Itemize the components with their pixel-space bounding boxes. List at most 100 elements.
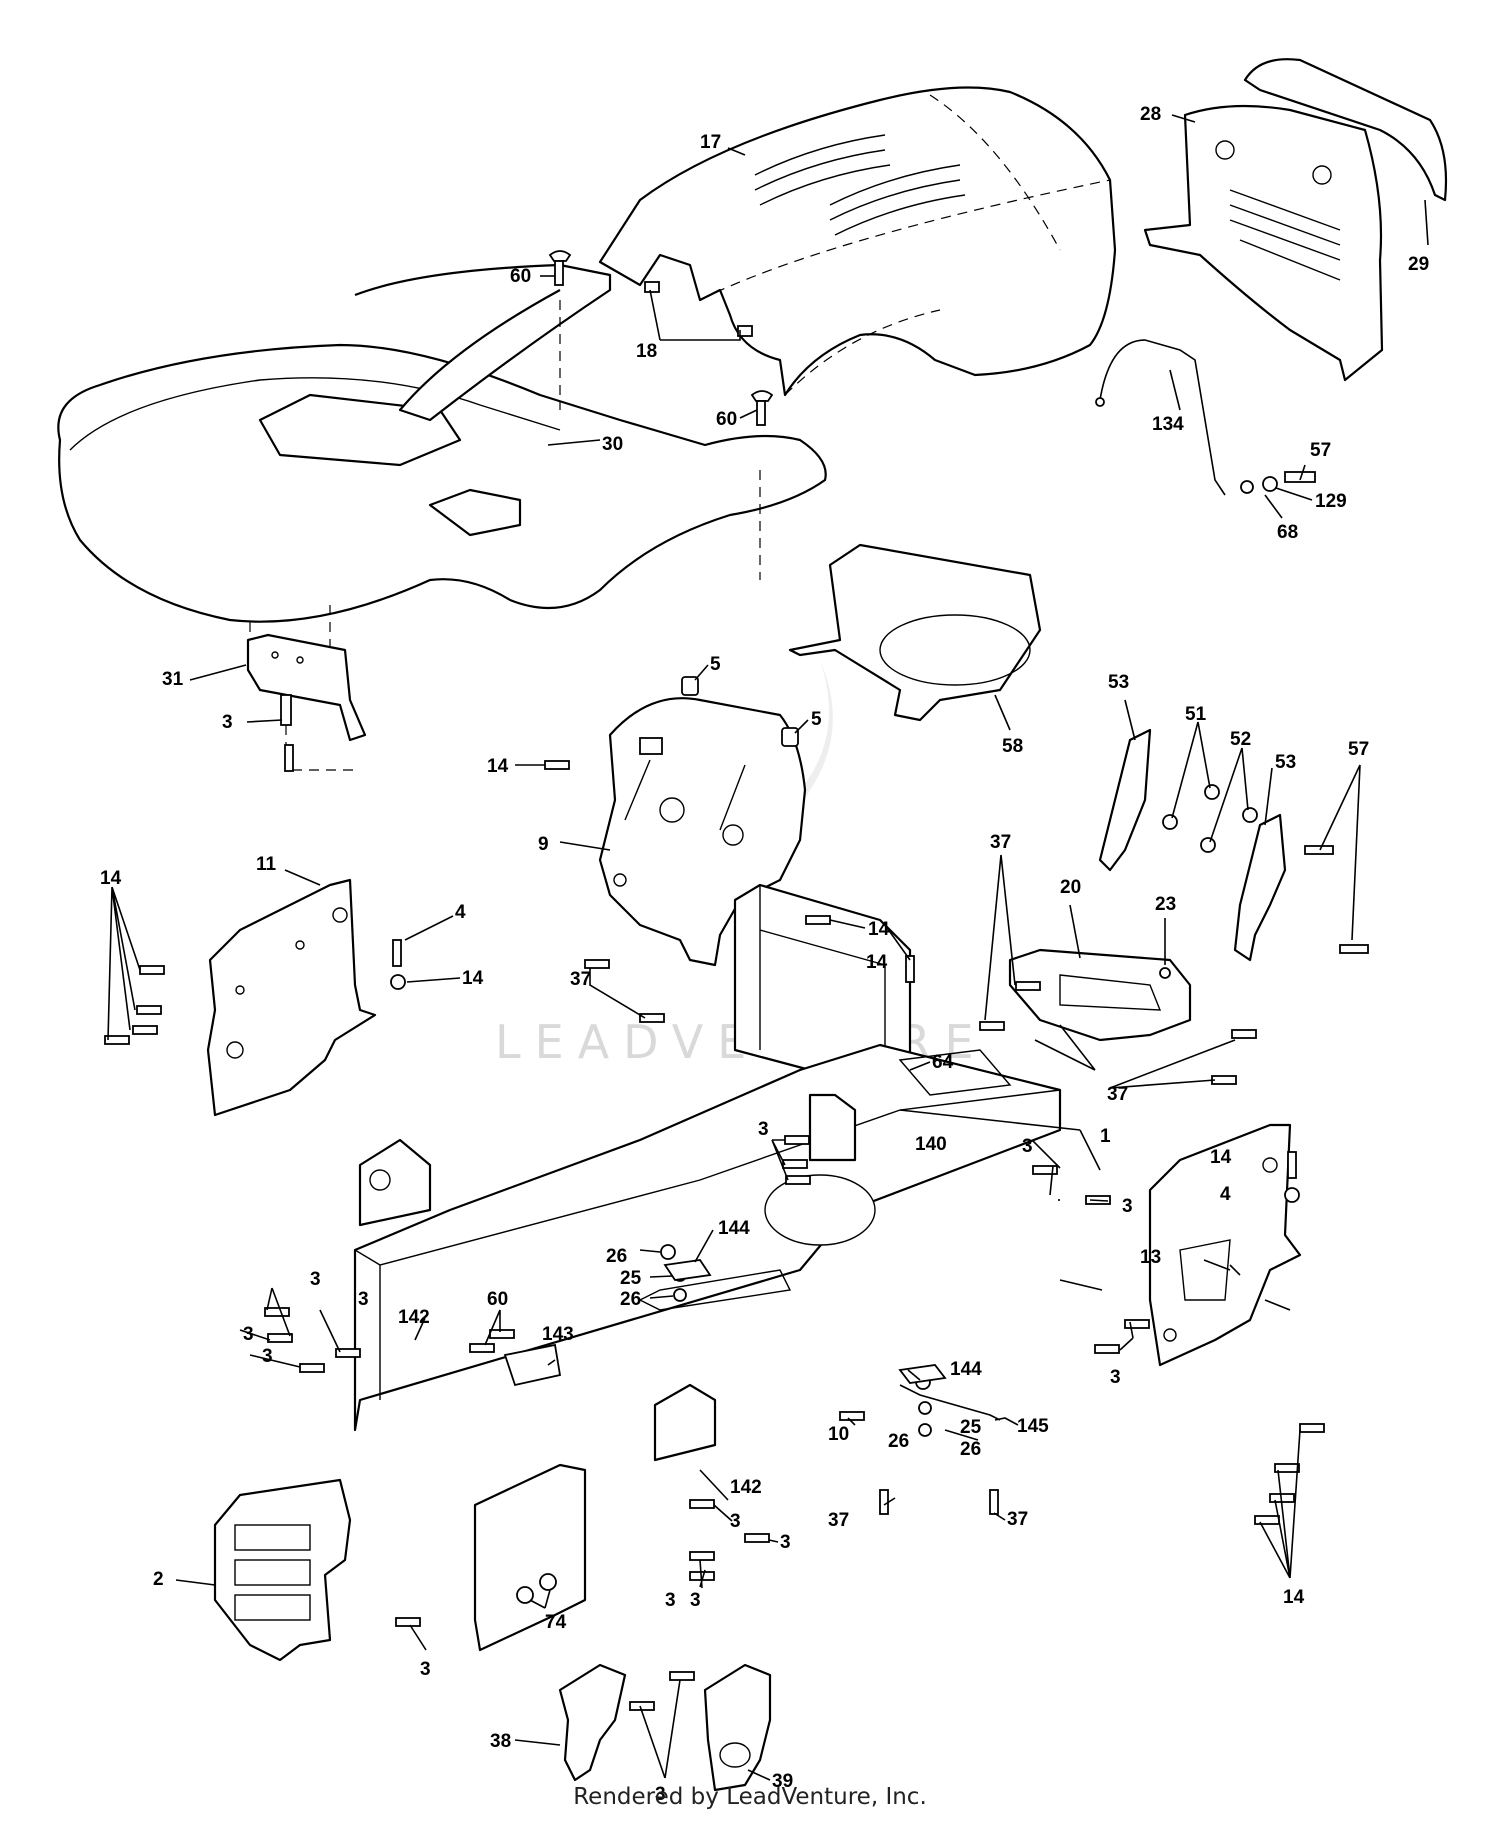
callout-label: 3 xyxy=(243,1324,254,1345)
callout-label: 58 xyxy=(1002,736,1023,757)
bolt-14-icon xyxy=(392,939,402,967)
callout-label: 29 xyxy=(1408,254,1429,275)
callout-label: 3 xyxy=(780,1532,791,1553)
bolt-60-icon xyxy=(469,1343,495,1353)
callout-label: 53 xyxy=(1108,672,1129,693)
bolt-37-icon xyxy=(989,1489,999,1515)
bolt-14-icon xyxy=(544,760,570,770)
bolt-14-icon xyxy=(1299,1423,1325,1433)
callout-label: 37 xyxy=(570,969,591,990)
callout-label: 26 xyxy=(960,1439,981,1460)
bolt-3-icon xyxy=(1124,1319,1150,1329)
callout-label: 1 xyxy=(1100,1126,1111,1147)
bolt-37-icon xyxy=(1231,1029,1257,1039)
callout-label: 18 xyxy=(636,341,657,362)
callout-label: 13 xyxy=(1140,1247,1161,1268)
callout-label: 142 xyxy=(730,1477,762,1498)
nut-74-icon xyxy=(516,1586,534,1604)
callout-label: 57 xyxy=(1310,440,1331,461)
callout-label: 26 xyxy=(888,1431,909,1452)
bolt-3-icon xyxy=(784,1135,810,1145)
bolt-3-icon xyxy=(284,744,294,772)
callout-label: 39 xyxy=(772,1771,793,1792)
callout-label: 3 xyxy=(222,712,233,733)
part-side-panel-13 xyxy=(1148,1123,1302,1367)
part-fender-30 xyxy=(57,263,827,650)
bolt-3-icon xyxy=(689,1551,715,1561)
callout-label: 3 xyxy=(730,1511,741,1532)
callout-label: 3 xyxy=(1022,1136,1033,1157)
bolt-37-icon xyxy=(639,1013,665,1023)
callout-label: 51 xyxy=(1185,704,1207,725)
nut-51-icon xyxy=(1162,814,1178,830)
leader-lines xyxy=(107,114,1429,1781)
washer-23-icon xyxy=(1159,967,1171,979)
callout-label: 14 xyxy=(462,968,484,989)
nut-74-icon xyxy=(539,1573,557,1591)
callout-label: 14 xyxy=(100,868,122,889)
footer-credit: Rendered by LeadVenture, Inc. xyxy=(573,1784,927,1810)
part-rod-134 xyxy=(1095,339,1316,496)
callout-label: 14 xyxy=(487,756,509,777)
bolt-3-icon xyxy=(264,1307,290,1317)
bolt-60-icon xyxy=(489,1329,515,1339)
bolt-3-icon xyxy=(744,1533,770,1543)
clip-144-icon xyxy=(898,1364,947,1384)
bolt-60-upper xyxy=(548,250,572,286)
bolt-14-icon xyxy=(1274,1463,1300,1473)
part-rod-145 xyxy=(899,1384,1001,1421)
callout-label: 5 xyxy=(811,709,822,730)
clip-144-icon xyxy=(663,1259,712,1281)
nut-26-icon xyxy=(918,1423,932,1437)
callout-label: 20 xyxy=(1060,877,1081,898)
bolt-3-icon xyxy=(335,1348,361,1358)
bolt-3-icon xyxy=(395,1617,421,1627)
callout-label: 37 xyxy=(828,1510,849,1531)
nut-26-icon xyxy=(673,1288,687,1302)
part-housing-64 xyxy=(733,883,912,1092)
callout-label: 9 xyxy=(538,834,549,855)
bolt-3-icon xyxy=(299,1363,325,1373)
bolt-14-icon xyxy=(132,1025,158,1035)
callout-label: 37 xyxy=(1007,1509,1028,1530)
bolt-57-icon xyxy=(1339,944,1369,954)
callout-label: 38 xyxy=(490,1731,511,1752)
callout-label: 134 xyxy=(1152,414,1184,435)
bolt-60-lower xyxy=(750,390,774,426)
callout-label: 74 xyxy=(545,1612,567,1633)
clip-143-icon xyxy=(503,1343,562,1387)
callout-label: 4 xyxy=(455,902,466,923)
bolt-3-icon xyxy=(782,1159,808,1169)
callout-label: 23 xyxy=(1155,894,1176,915)
callout-label: 14 xyxy=(868,919,890,940)
bolt-14-icon xyxy=(104,1035,130,1045)
callout-label: 37 xyxy=(990,832,1011,853)
callout-label: 37 xyxy=(1107,1084,1128,1105)
callout-label: 4 xyxy=(1220,1184,1231,1205)
bolt-14-icon xyxy=(1287,1151,1297,1179)
callout-label: 52 xyxy=(1230,729,1251,750)
part-seat-pan-58 xyxy=(788,543,1042,722)
callout-label: 64 xyxy=(932,1052,954,1073)
callout-label: 14 xyxy=(866,952,888,973)
bolt-37-icon xyxy=(879,1489,889,1515)
callout-label: 129 xyxy=(1315,491,1347,512)
callout-label: 3 xyxy=(665,1590,676,1611)
nut-26-icon xyxy=(660,1244,676,1260)
callout-label: 3 xyxy=(358,1289,369,1310)
part-frame-1 xyxy=(353,1043,1062,1432)
nut-5-right xyxy=(781,727,799,747)
part-side-panel-11 xyxy=(206,878,377,1117)
bolt-37-icon xyxy=(1211,1075,1237,1085)
part-bracket-140 xyxy=(808,1093,857,1162)
callout-label: 144 xyxy=(718,1218,750,1239)
callout-label: 10 xyxy=(828,1424,849,1445)
callout-label: 60 xyxy=(510,266,531,287)
part-panel-2 xyxy=(213,1478,352,1662)
callout-label: 143 xyxy=(542,1324,574,1345)
bolt-3-icon xyxy=(689,1499,715,1509)
part-bracket-38 xyxy=(558,1663,627,1782)
callout-label: 3 xyxy=(690,1590,701,1611)
bolt-14-icon xyxy=(905,955,915,983)
